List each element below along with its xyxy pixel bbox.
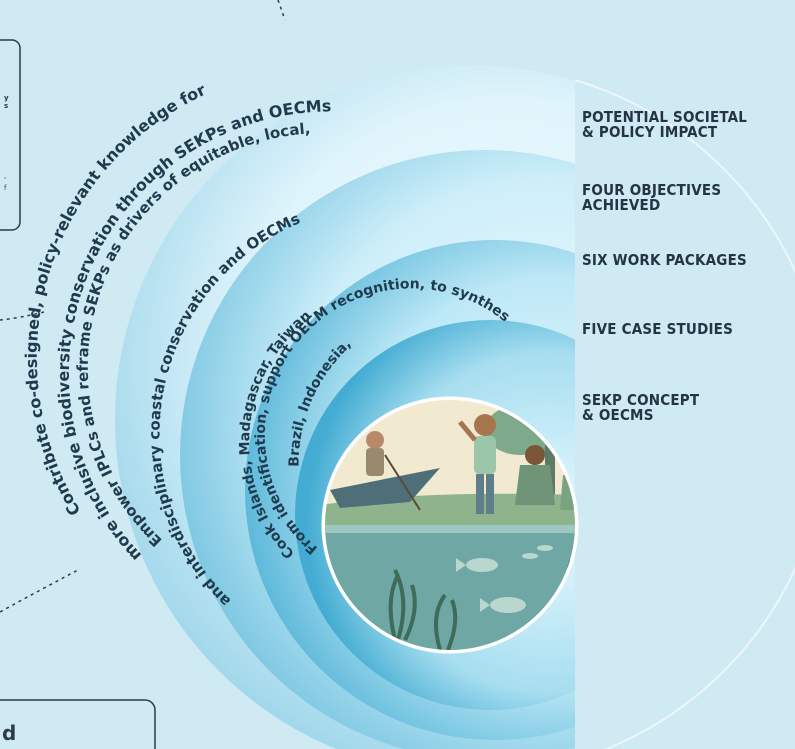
left-info-box: [0, 39, 21, 231]
bottom-info-box: [0, 699, 156, 749]
label-potential-impact: POTENTIAL SOCIETAL & POLICY IMPACT: [582, 110, 747, 140]
svg-text:d: d: [2, 721, 16, 745]
svg-text:s: s: [4, 102, 8, 110]
label-objectives-line1: FOUR OBJECTIVES: [582, 181, 722, 199]
label-objectives: FOUR OBJECTIVES ACHIEVED: [582, 183, 721, 213]
label-sekp-concept: SEKP CONCEPT & OECMS: [582, 393, 699, 423]
svg-text:,: ,: [4, 172, 6, 180]
label-potential-line1: POTENTIAL SOCIETAL: [582, 108, 748, 126]
ring-edges: [574, 79, 795, 749]
svg-text:y: y: [4, 94, 9, 102]
ring4-textpath-b: Cook Islands, Madagascar, Taiwan: [237, 308, 314, 562]
label-work-packages: SIX WORK PACKAGES: [582, 253, 747, 268]
svg-text:f: f: [4, 184, 7, 192]
label-work-packages-text: SIX WORK PACKAGES: [582, 251, 747, 269]
dotted-guide-bottom-left: [0, 569, 79, 613]
label-sekp-line2: & OECMS: [582, 406, 654, 424]
label-sekp-line1: SEKP CONCEPT: [582, 391, 700, 409]
label-objectives-line2: ACHIEVED: [582, 196, 661, 214]
label-potential-line2: & POLICY IMPACT: [582, 123, 718, 141]
label-case-studies: FIVE CASE STUDIES: [582, 322, 733, 337]
dotted-guide-left: [0, 311, 45, 321]
label-case-studies-text: FIVE CASE STUDIES: [582, 320, 734, 338]
ring4-text-b: Cook Islands, Madagascar, Taiwan: [237, 308, 314, 562]
